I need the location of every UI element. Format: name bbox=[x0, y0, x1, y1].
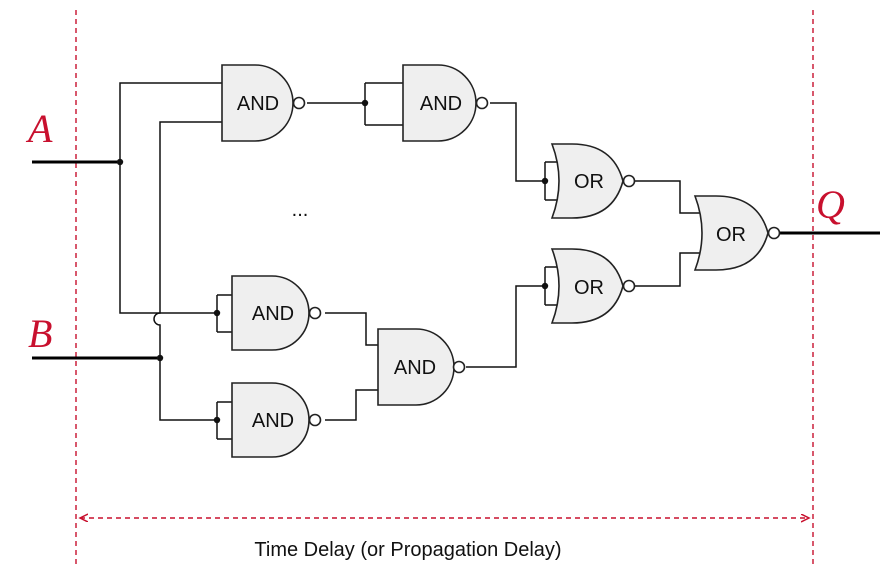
and-gate-3: AND bbox=[231, 275, 322, 351]
and-gate-4-label: AND bbox=[252, 410, 294, 432]
or-gate-2-label: OR bbox=[574, 277, 604, 299]
inverter-bubble bbox=[767, 226, 781, 240]
and-gate-2: AND bbox=[402, 64, 489, 142]
and-gate-4: AND bbox=[231, 382, 322, 458]
and-gate-1: AND bbox=[221, 64, 306, 142]
and-gate-2-label: AND bbox=[420, 93, 462, 115]
wire-and3-and5 bbox=[325, 312, 378, 346]
or-gate-2: OR bbox=[550, 248, 636, 324]
junction-dot bbox=[213, 309, 221, 317]
wire-and5-or2 bbox=[466, 266, 560, 368]
inverter-bubble bbox=[308, 413, 322, 427]
inverter-bubble bbox=[452, 360, 466, 374]
or-gate-3: OR bbox=[693, 195, 781, 271]
input-b-label: B bbox=[28, 311, 52, 356]
wire-or1-or3 bbox=[635, 180, 702, 214]
input-a-label: A bbox=[25, 106, 53, 151]
ellipsis-more-gates: ... bbox=[292, 199, 309, 221]
wire-b-branch bbox=[153, 121, 222, 421]
junction-dot bbox=[541, 282, 549, 290]
junction-dot bbox=[541, 177, 549, 185]
wire-and4-and5 bbox=[325, 389, 378, 421]
inverter-bubble bbox=[475, 96, 489, 110]
or-gate-1-label: OR bbox=[574, 171, 604, 193]
delay-caption: Time Delay (or Propagation Delay) bbox=[254, 539, 561, 561]
inverter-bubble bbox=[622, 279, 636, 293]
and-gate-3-label: AND bbox=[252, 303, 294, 325]
inverter-bubble bbox=[622, 174, 636, 188]
inverter-bubble bbox=[292, 96, 306, 110]
and-gate-1-label: AND bbox=[237, 93, 279, 115]
junction-dot bbox=[213, 416, 221, 424]
wire-and2-or1 bbox=[490, 102, 560, 201]
or-gate-3-label: OR bbox=[716, 224, 746, 246]
and-gate-5-label: AND bbox=[394, 357, 436, 379]
wire-a-branch bbox=[119, 82, 222, 314]
junction-dot bbox=[361, 99, 369, 107]
junction-dot bbox=[116, 158, 124, 166]
wire-and1-and2 bbox=[307, 82, 403, 126]
junction-dot bbox=[156, 354, 164, 362]
wire-or2-or3 bbox=[635, 252, 702, 287]
or-gate-1: OR bbox=[550, 143, 636, 219]
output-q-label: Q bbox=[816, 182, 845, 227]
inverter-bubble bbox=[308, 306, 322, 320]
and-gate-5: AND bbox=[377, 328, 466, 406]
